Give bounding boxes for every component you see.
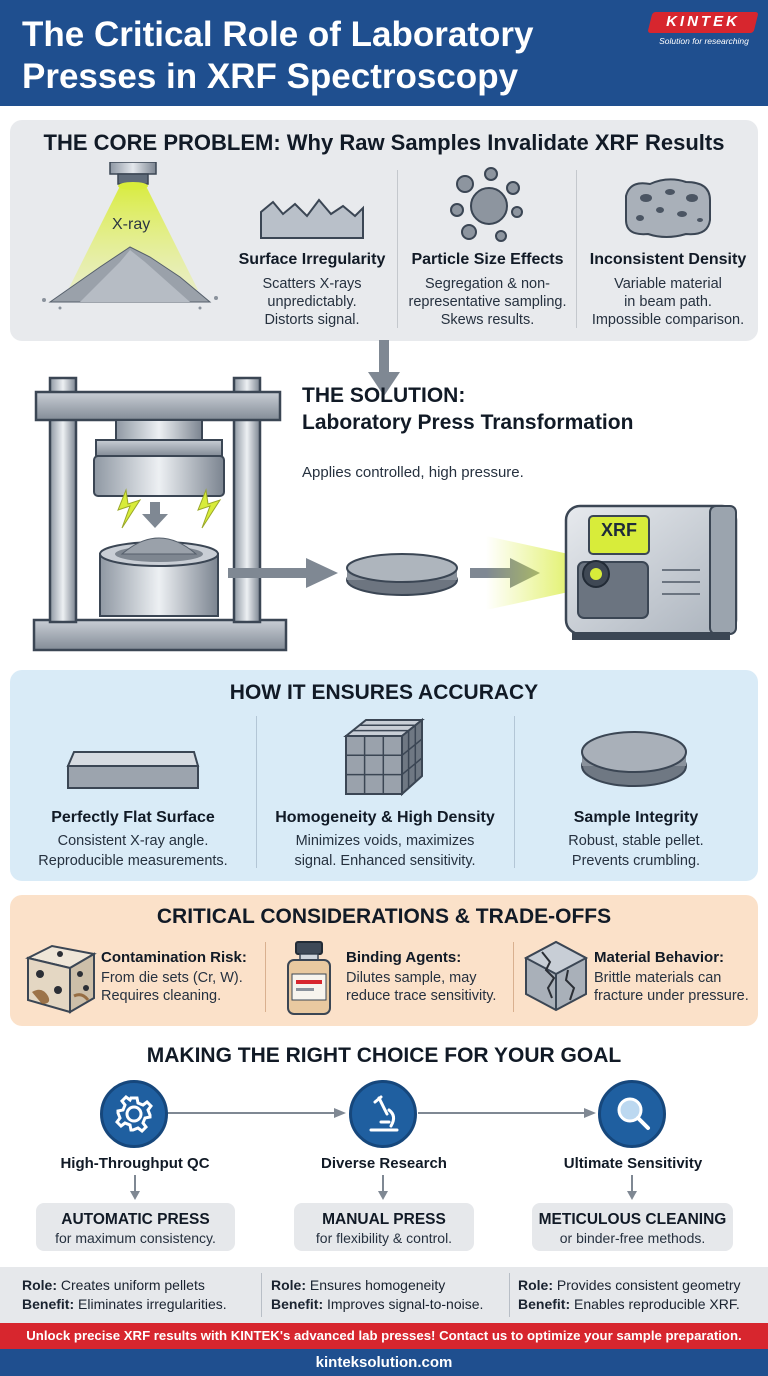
magnifier-icon [617, 1097, 650, 1130]
considerations-divider [513, 942, 514, 1012]
sample-integrity-desc: Robust, stable pellet.Prevents crumbling… [568, 833, 704, 869]
xray-powder-illustration [42, 162, 218, 310]
goal-connector-line [166, 1108, 596, 1118]
contaminated-die-icon [25, 944, 97, 1014]
role-summary-1: Role: Creates uniform pellets Benefit: E… [22, 1277, 227, 1312]
xrf-analyzer-illustration [486, 504, 738, 640]
goal-high-throughput: High-Throughput QC [60, 1155, 210, 1172]
arrow-down-icon [627, 1175, 637, 1200]
logo-tagline: Solution for researching [659, 36, 749, 46]
material-behavior-title: Material Behavior: [594, 949, 725, 966]
recommendation-meticulous-cleaning: METICULOUS CLEANING or binder-free metho… [532, 1203, 733, 1251]
role-summary-2: Role: Ensures homogeneity Benefit: Impro… [271, 1277, 484, 1312]
brand-logo[interactable]: KINTEK Solution for researching [647, 12, 760, 52]
roles-divider [261, 1273, 262, 1317]
fractured-material-icon [523, 940, 589, 1012]
page-title-line1: The Critical Role of Laboratory [22, 15, 534, 54]
arrow-down-icon [130, 1175, 140, 1200]
inconsistent-density-title: Inconsistent Density [589, 251, 747, 268]
particle-sizes-icon [450, 167, 523, 242]
rough-surface-icon [260, 198, 364, 239]
accuracy-divider [256, 716, 257, 868]
solution-title: THE SOLUTION: Laboratory Press Transform… [302, 382, 682, 436]
arrow-down-icon [378, 1175, 388, 1200]
roles-summary-bar [0, 1267, 768, 1323]
considerations-divider [265, 942, 266, 1012]
binder-bottle-icon [287, 941, 331, 1015]
xray-label: X-ray [112, 216, 151, 233]
particle-size-title: Particle Size Effects [411, 251, 564, 268]
page-title: The Critical Role of Laboratory Presses … [22, 14, 632, 98]
problem-divider [576, 170, 577, 328]
binding-agents-title: Binding Agents: [346, 949, 462, 966]
header-bar [0, 0, 768, 106]
role-summary-3: Role: Provides consistent geometry Benef… [518, 1277, 741, 1312]
microscope-icon [369, 1095, 399, 1132]
pressed-pellet-icon [346, 553, 458, 596]
roles-divider [509, 1273, 510, 1317]
gear-icon-circle [100, 1080, 168, 1148]
flat-surface-title: Perfectly Flat Surface [51, 809, 215, 826]
particle-size-desc: Segregation & non-representative samplin… [408, 276, 567, 328]
flat-surface-icon [66, 751, 200, 789]
core-problem-title: THE CORE PROBLEM: Why Raw Samples Invali… [43, 130, 725, 155]
solution-subtitle: Applies controlled, high pressure. [302, 464, 524, 481]
contamination-risk-title: Contamination Risk: [101, 949, 247, 966]
arrow-down-icon [368, 340, 400, 396]
website-link[interactable]: kinteksolution.com [0, 1349, 768, 1376]
considerations-panel [10, 895, 758, 1026]
surface-irregularity-title: Surface Irregularity [238, 251, 386, 268]
call-to-action-banner[interactable]: Unlock precise XRF results with KINTEK's… [0, 1323, 768, 1349]
sample-integrity-title: Sample Integrity [573, 809, 699, 826]
contamination-risk-desc: From die sets (Cr, W).Requires cleaning. [101, 970, 243, 1004]
accuracy-title: HOW IT ENSURES ACCURACY [229, 681, 539, 704]
goal-diverse-research: Diverse Research [321, 1155, 447, 1172]
microscope-icon-circle [349, 1080, 417, 1148]
laboratory-press-illustration [32, 376, 288, 652]
page-title-line2: Presses in XRF Spectroscopy [22, 57, 519, 96]
solution-title-line2: Laboratory Press Transformation [302, 411, 634, 434]
stable-pellet-icon [581, 731, 687, 787]
problem-divider [397, 170, 398, 328]
accuracy-divider [514, 716, 515, 868]
gear-icon [115, 1095, 153, 1133]
choice-title: MAKING THE RIGHT CHOICE FOR YOUR GOAL [146, 1044, 622, 1067]
dense-cube-icon [343, 717, 425, 797]
xrf-screen-label: XRF [601, 520, 637, 540]
goal-ultimate-sensitivity: Ultimate Sensitivity [563, 1155, 703, 1172]
solution-title-line1: THE SOLUTION: [302, 384, 466, 407]
recommendation-automatic-press: AUTOMATIC PRESS for maximum consistency. [36, 1203, 235, 1251]
considerations-title: CRITICAL CONSIDERATIONS & TRADE-OFFS [156, 905, 612, 928]
logo-text: KINTEK [666, 13, 740, 30]
porous-sponge-icon [625, 178, 711, 238]
homogeneity-title: Homogeneity & High Density [275, 809, 495, 826]
arrow-right-icon [228, 558, 338, 588]
flat-surface-desc: Consistent X-ray angle.Reproducible meas… [38, 833, 228, 869]
recommendation-manual-press: MANUAL PRESS for flexibility & control. [294, 1203, 474, 1251]
